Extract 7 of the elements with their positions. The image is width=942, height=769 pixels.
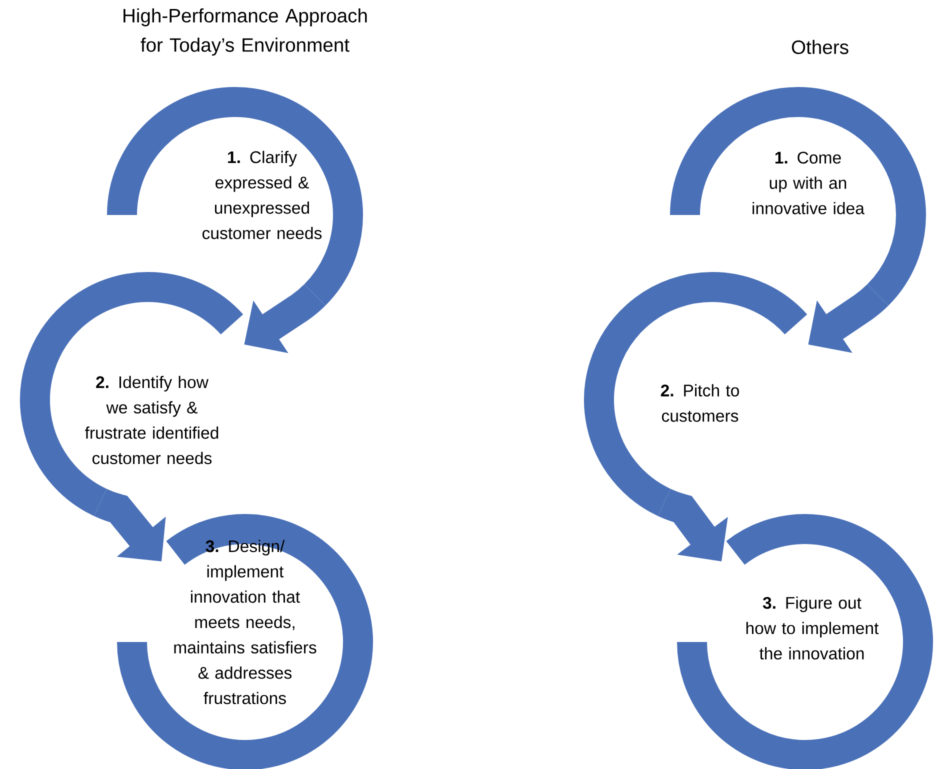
ring-segment: 3. Figure out how to implement the innovation xyxy=(677,514,933,769)
heading: Others xyxy=(792,40,848,54)
ring-segment: 1. Come up with an innovative idea xyxy=(670,87,926,306)
heading: High-Performance Approach for Today’s Environment xyxy=(124,8,367,56)
ring-segment: 1. Clarify expressed & unexpressed customer needs xyxy=(107,87,363,306)
ring-segment: 2. Identify how we satisfy & frustrate identified customer needs xyxy=(20,272,242,516)
ring-segment: 2. Pitch to customers xyxy=(584,272,806,516)
